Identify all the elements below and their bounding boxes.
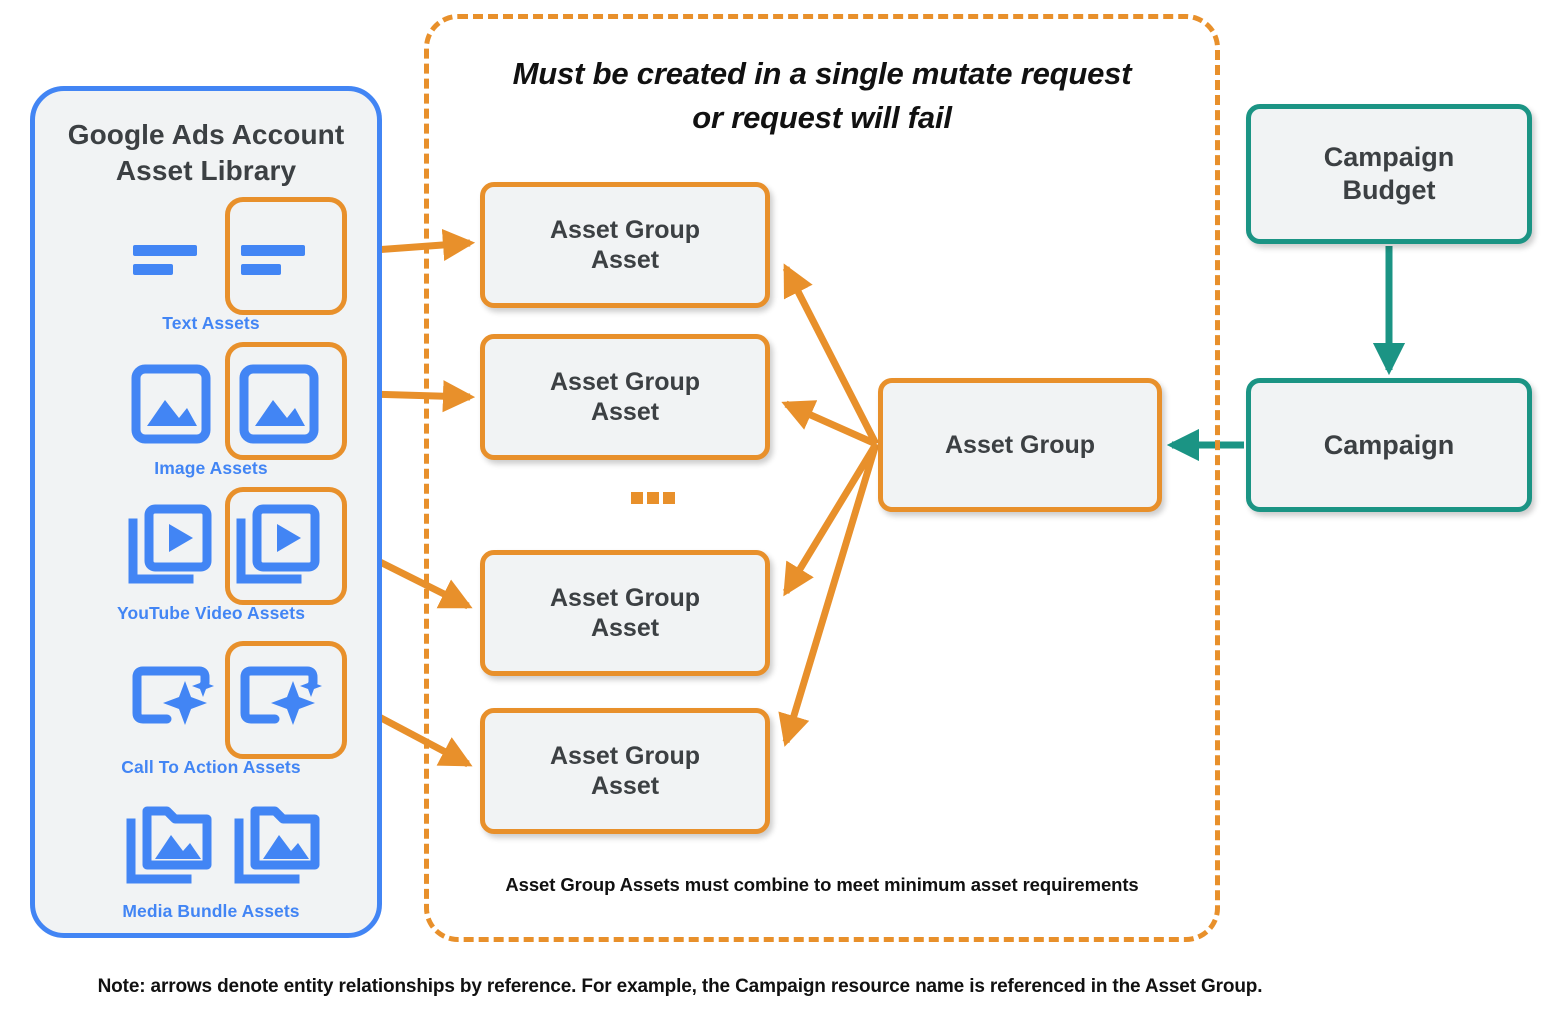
text-asset-icon-selected — [231, 209, 327, 305]
image-asset-icon — [123, 354, 219, 450]
asset-group-asset-ellipsis — [631, 492, 675, 506]
image-asset-icon-selected — [231, 354, 327, 450]
campaign-budget-node[interactable]: Campaign Budget — [1246, 104, 1532, 244]
asset-group-asset-node-3[interactable]: Asset Group Asset — [480, 550, 770, 676]
mutate-request-container — [424, 14, 1220, 942]
aga4-line2: Asset — [590, 772, 660, 800]
asset-row-label-youtube: YouTube Video Assets — [116, 603, 306, 623]
campaign-node[interactable]: Campaign — [1246, 378, 1532, 512]
text-asset-highlight-box — [225, 197, 347, 315]
aga3-line1: Asset Group — [549, 583, 701, 612]
image-asset-highlight-box — [225, 342, 347, 460]
asset-row-image: Image Assets — [35, 342, 387, 478]
media-bundle-asset-icon-2 — [231, 797, 327, 893]
aga1-line2: Asset — [590, 246, 660, 274]
aga1-line1: Asset Group — [549, 215, 701, 244]
aga2-line1: Asset Group — [549, 367, 701, 396]
asset-group-asset-node-2[interactable]: Asset Group Asset — [480, 334, 770, 460]
media-bundle-asset-icon — [123, 797, 219, 893]
asset-row-text: Text Assets — [35, 197, 387, 333]
asset-group-asset-node-4[interactable]: Asset Group Asset — [480, 708, 770, 834]
asset-group-node[interactable]: Asset Group — [878, 378, 1162, 512]
mutate-title-line1: Must be created in a single mutate reque… — [512, 56, 1132, 91]
asset-library-title: Google Ads Account Asset Library — [35, 117, 377, 189]
asset-library-panel: Google Ads Account Asset Library Text As… — [30, 86, 382, 938]
mutate-request-title: Must be created in a single mutate reque… — [444, 52, 1200, 140]
aga2-line2: Asset — [590, 398, 660, 426]
call-to-action-asset-icon — [123, 653, 219, 749]
aga3-line2: Asset — [590, 614, 660, 642]
mutate-title-line2: or request will fail — [692, 100, 952, 136]
campaign-budget-line1: Campaign — [1323, 142, 1455, 173]
campaign-label: Campaign — [1323, 429, 1455, 460]
asset-row-youtube: YouTube Video Assets — [35, 487, 387, 623]
youtube-video-asset-highlight-box — [225, 487, 347, 605]
text-asset-icon — [123, 209, 219, 305]
asset-row-cta: Call To Action Assets — [35, 641, 387, 777]
call-to-action-asset-highlight-box — [225, 641, 347, 759]
asset-row-label-image: Image Assets — [154, 458, 268, 478]
campaign-budget-line2: Budget — [1342, 175, 1436, 205]
call-to-action-asset-icon-selected — [231, 653, 327, 749]
aga4-line1: Asset Group — [549, 741, 701, 770]
asset-row-label-media-bundle: Media Bundle Assets — [122, 901, 300, 921]
asset-group-asset-node-1[interactable]: Asset Group Asset — [480, 182, 770, 308]
diagram-note: Note: arrows denote entity relationships… — [97, 976, 1263, 997]
asset-group-label: Asset Group — [944, 430, 1096, 459]
asset-row-label-text: Text Assets — [162, 313, 260, 333]
asset-row-label-cta: Call To Action Assets — [121, 757, 301, 777]
mutate-footnote: Asset Group Assets must combine to meet … — [505, 874, 1139, 895]
youtube-video-asset-icon — [123, 499, 219, 595]
asset-library-title-line1: Google Ads Account — [67, 119, 345, 150]
asset-row-media-bundle: Media Bundle Assets — [35, 797, 387, 921]
youtube-video-asset-icon-selected — [231, 499, 327, 595]
asset-library-title-line2: Asset Library — [115, 154, 297, 186]
